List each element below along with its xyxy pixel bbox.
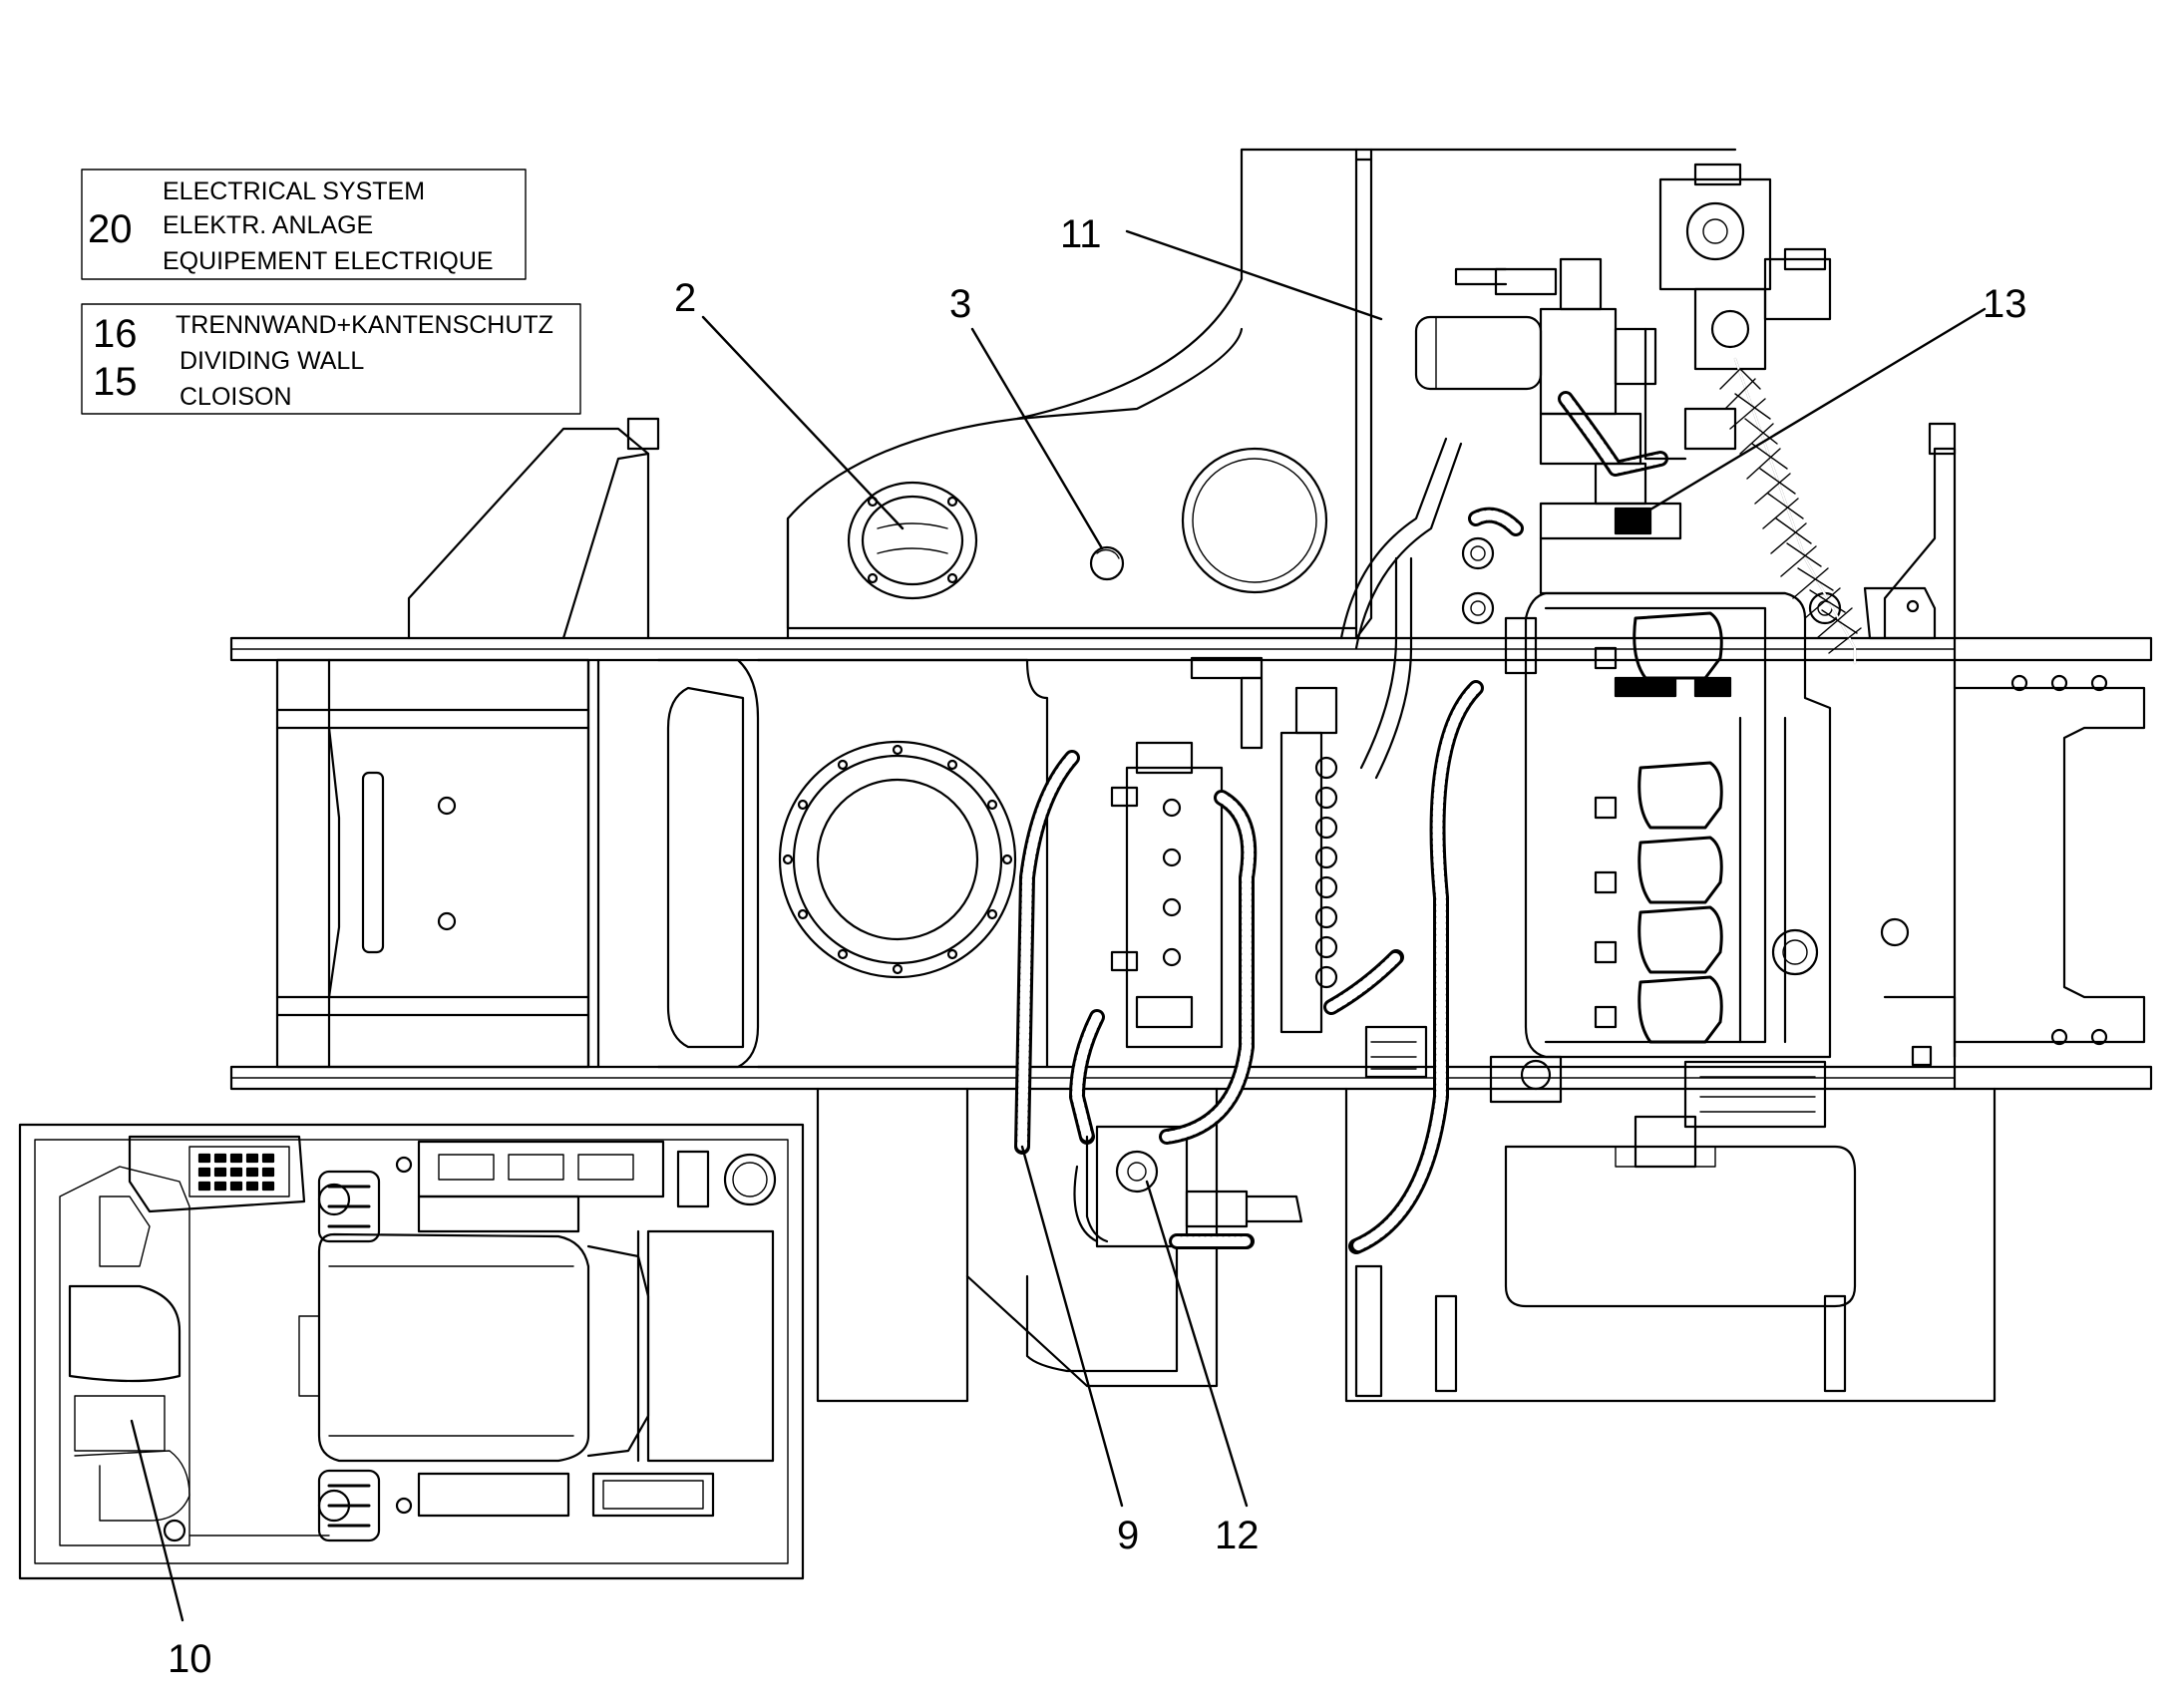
callout-12: 12 xyxy=(1215,1514,1260,1557)
legend-electrical-line-de: ELEKTR. ANLAGE xyxy=(163,211,373,239)
engine-flywheel xyxy=(1683,1060,1827,1129)
upper-frame-arch xyxy=(786,148,1373,640)
legend-dividing-number-16: 16 xyxy=(93,312,138,356)
operator-cab xyxy=(18,1123,805,1580)
valve-stack-left xyxy=(1125,766,1224,1049)
cab-round-gauge xyxy=(723,1153,777,1206)
legend-dividing-wall: 16 15 TRENNWAND+KANTENSCHUTZ DIVIDING WA… xyxy=(81,303,581,415)
rear-right-bracket xyxy=(1883,447,1957,640)
legend-electrical-line-fr: EQUIPEMENT ELECTRIQUE xyxy=(163,247,494,275)
legend-dividing-number-15: 15 xyxy=(93,360,138,404)
chassis-frame xyxy=(229,148,2153,1403)
engine-assembly xyxy=(1461,536,1937,1169)
front-left-bracket xyxy=(407,427,650,640)
dash-top-panel xyxy=(417,1140,665,1198)
upper-tank-plate xyxy=(786,516,1358,630)
injector-covers xyxy=(1633,611,1723,1044)
center-ring-inner xyxy=(816,778,979,941)
cab-side-panel xyxy=(74,1395,166,1452)
front-slot xyxy=(361,771,385,954)
callout-2: 2 xyxy=(674,276,696,320)
legend-electrical-box xyxy=(81,169,527,280)
drain-plug-3 xyxy=(1089,545,1125,581)
lower-frame xyxy=(816,1087,969,1403)
keypad-keys xyxy=(197,1153,275,1192)
callout-3: 3 xyxy=(949,282,971,326)
engine-block xyxy=(1524,591,1832,1059)
leader-9 xyxy=(1020,1145,1124,1508)
callout-10: 10 xyxy=(168,1637,212,1681)
cab-side-console xyxy=(68,1284,182,1383)
cab-floor-outline xyxy=(18,1123,805,1580)
hydraulic-valves xyxy=(1095,656,1428,1248)
leader-3 xyxy=(970,327,1104,550)
rear-frame xyxy=(1953,686,2146,1044)
legend-electrical-number: 20 xyxy=(88,207,133,251)
valve-12-fitting xyxy=(1115,1150,1159,1194)
center-housing xyxy=(656,658,760,1069)
joystick-right-boot xyxy=(317,1170,381,1243)
joystick-left-knob xyxy=(317,1489,351,1523)
engine-pulley xyxy=(1771,928,1819,976)
manifold-column xyxy=(1279,731,1323,1034)
legend-dividing-line-en: DIVIDING WALL xyxy=(180,347,364,375)
leader-13 xyxy=(1634,307,1987,520)
pump-housing xyxy=(1658,177,1772,291)
legend-electrical-system: 20 ELECTRICAL SYSTEM ELEKTR. ANLAGE EQUI… xyxy=(81,169,527,280)
oil-pan xyxy=(1504,1145,1857,1308)
callout-leaders xyxy=(130,229,1987,1622)
legend-electrical-line-en: ELECTRICAL SYSTEM xyxy=(163,177,425,205)
legend-dividing-line-de: TRENNWAND+KANTENSCHUTZ xyxy=(176,311,553,339)
callout-9: 9 xyxy=(1117,1514,1139,1557)
seat-back-rest xyxy=(646,1229,775,1463)
leader-11 xyxy=(1125,229,1383,321)
operator-seat xyxy=(317,1232,590,1463)
leader-2 xyxy=(701,315,905,530)
callout-labels: 2 3 11 13 9 12 10 xyxy=(168,212,2027,1681)
rear-mount-hole xyxy=(1880,917,1910,947)
joystick-right-knob xyxy=(317,1183,351,1216)
hydraulic-hoses xyxy=(1014,391,1668,1254)
injector-connectors xyxy=(1594,646,1618,1029)
woven-hose xyxy=(1719,357,1862,665)
pump-unit xyxy=(1414,163,1832,595)
legend-dividing-box xyxy=(81,303,581,415)
starter-motor xyxy=(1489,1055,1563,1104)
center-ring-outer xyxy=(778,740,1017,979)
front-cross-member xyxy=(275,658,590,1069)
leader-12 xyxy=(1145,1180,1249,1508)
keypad-console xyxy=(128,1135,306,1213)
callout-11: 11 xyxy=(1060,212,1102,256)
valve-block-bottom xyxy=(1095,1125,1189,1248)
leader-10 xyxy=(130,1419,184,1622)
inspection-cover xyxy=(1181,447,1328,594)
manifold-fittings xyxy=(1314,756,1338,989)
center-ring-bolts xyxy=(782,744,1013,975)
legend-dividing-line-fr: CLOISON xyxy=(180,383,292,411)
filler-cap-2 xyxy=(847,481,978,600)
dash-bottom-panel xyxy=(417,1472,570,1518)
motor-cylinder xyxy=(1414,315,1543,391)
callout-13: 13 xyxy=(1983,282,2027,326)
